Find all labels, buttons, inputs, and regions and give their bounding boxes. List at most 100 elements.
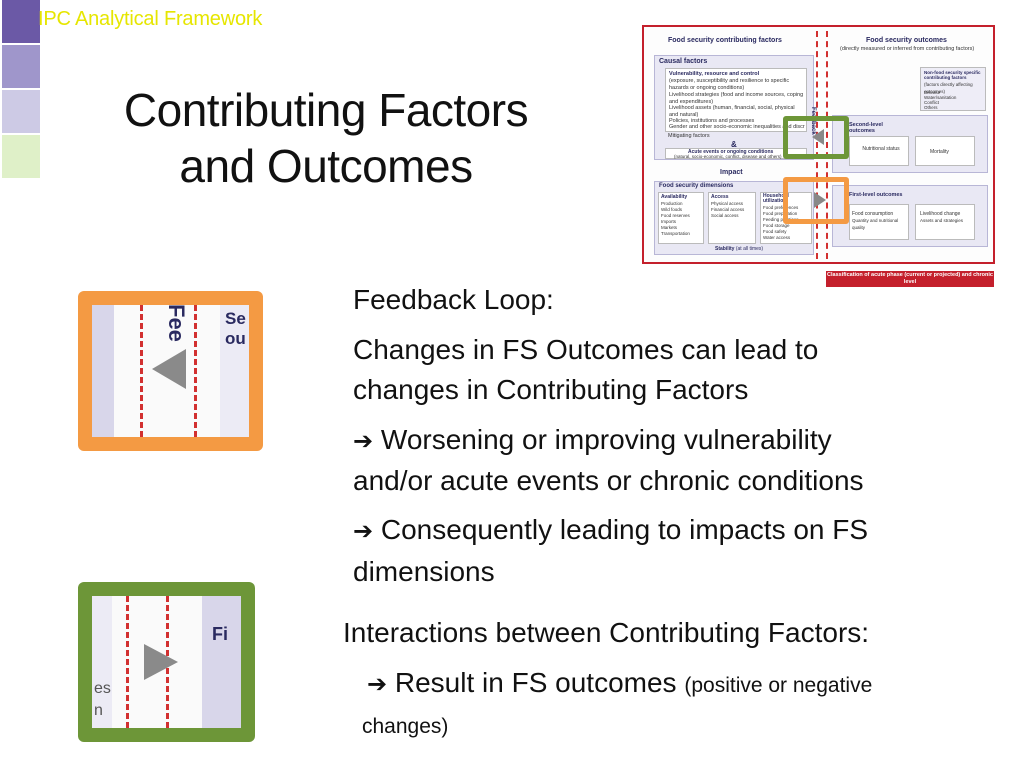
bullet-1-line-1: ➔ Worsening or improving vulnerability xyxy=(353,420,832,461)
feedback-line-1: Changes in FS Outcomes can lead to xyxy=(353,334,819,365)
zoom-dashed-line-1 xyxy=(140,305,143,437)
color-block-4 xyxy=(2,135,40,178)
separator-line-2 xyxy=(826,31,828,259)
vulnerability-item-5: Mitigating factors xyxy=(668,133,710,139)
stability-sub: (at all times) xyxy=(735,246,764,252)
framework-diagram: Food security contributing factors Food … xyxy=(642,25,995,264)
zoom-dashed-line-3 xyxy=(126,596,129,728)
zoom-band-right xyxy=(220,305,249,437)
interactions-heading: Interactions between Contributing Factor… xyxy=(343,617,870,648)
food-consumption-box: Food consumption Quantity and nutritiona… xyxy=(849,204,909,240)
availability-item-4: Imports xyxy=(661,219,677,224)
color-block-1 xyxy=(2,0,40,43)
side-color-blocks xyxy=(2,0,40,178)
utilization-item-2: Food preparation xyxy=(763,211,798,216)
nonfood-title: Non-food security specific contributing … xyxy=(924,70,981,80)
zoom-feedback-fragment: Fee xyxy=(164,305,189,342)
nutritional-status-box: Nutritional status xyxy=(849,136,909,166)
zoom-feedback-inner: Fee Se ou xyxy=(92,305,249,437)
bullet-2-text: Consequently leading to impacts on FS xyxy=(380,514,869,545)
mortality-label: Mortality xyxy=(930,149,949,155)
left-arrow-icon xyxy=(812,129,824,145)
nonfood-item-4: Others xyxy=(924,105,938,110)
left-arrow-icon xyxy=(152,349,186,389)
availability-item-3: Food reserves xyxy=(661,213,690,218)
arrow-icon: ➔ xyxy=(353,517,374,545)
orange-highlight-box xyxy=(783,177,849,224)
right-arrow-icon xyxy=(144,644,178,680)
impact-label: Impact xyxy=(720,169,743,176)
right-arrow-icon xyxy=(814,192,826,208)
vulnerability-sub: (exposure, susceptibility and resilience… xyxy=(669,78,790,91)
utilization-item-5: Food safety xyxy=(763,229,787,234)
bullet-2-line-2: dimensions xyxy=(353,556,495,587)
stability-title: Stability (at all times) xyxy=(715,246,763,252)
availability-item-6: Transportation xyxy=(661,231,690,236)
access-item-2: Financial access xyxy=(711,207,745,212)
nonfood-item-2: Water/sanitation xyxy=(924,95,957,100)
diagram-left-heading: Food security contributing factors xyxy=(668,37,782,44)
feedback-line-2: changes in Contributing Factors xyxy=(353,374,749,405)
first-level-panel: First-level outcomes Food consumption Qu… xyxy=(832,185,988,247)
acute-events-sub: (natural, socio-economic, conflict, dise… xyxy=(674,154,782,159)
stability-label: Stability xyxy=(715,246,735,252)
diagram-right-subheading: (directly measured or inferred from cont… xyxy=(840,46,975,52)
nonfood-item-3: Conflict xyxy=(924,100,940,105)
zoom-feedback-arrow: Fee Se ou xyxy=(78,291,263,451)
acute-events-box: Acute events or ongoing conditions (natu… xyxy=(665,148,807,159)
livelihood-change-label: Livelihood change xyxy=(920,211,961,217)
title-line-2: and Outcomes xyxy=(179,140,473,192)
acute-events-title: Acute events or ongoing conditions xyxy=(688,149,774,155)
utilization-item-4: Food storage xyxy=(763,223,790,228)
second-level-title: Second-level outcomes xyxy=(849,122,883,134)
food-consumption-label: Food consumption xyxy=(852,211,894,217)
vulnerability-item-1: Livelihood strategies (food and income s… xyxy=(669,92,804,105)
color-block-3 xyxy=(2,90,40,133)
access-title: Access xyxy=(711,194,729,200)
nutritional-status-label: Nutritional status xyxy=(862,146,900,152)
green-highlight-box xyxy=(783,116,849,159)
zoom-band-left-2 xyxy=(92,596,112,728)
access-box: Access Physical access Financial access … xyxy=(708,192,756,244)
zoom-left-fragment: es n xyxy=(94,680,111,719)
vulnerability-item-3: Policies, institutions and processes xyxy=(669,118,755,124)
availability-item-1: Production xyxy=(661,201,683,206)
vulnerability-title: Vulnerability, resource and control xyxy=(669,71,760,77)
zoom-dashed-line-2 xyxy=(194,305,197,437)
nonfood-box: Non-food security specific contributing … xyxy=(920,67,986,111)
result-main: Result in FS outcomes xyxy=(394,667,677,698)
second-level-panel: Second-level outcomes Nutritional status… xyxy=(832,115,988,173)
bullet-1-line-2: and/or acute events or chronic condition… xyxy=(353,465,864,496)
access-item-3: Social access xyxy=(711,213,739,218)
diagram-right-heading: Food security outcomes xyxy=(866,37,947,44)
bullet-1-text: Worsening or improving vulnerability xyxy=(380,424,832,455)
classification-caption: Classification of acute phase (current o… xyxy=(826,271,994,287)
separator-line-1 xyxy=(816,31,818,259)
nonfood-sub: (factors directly affecting outcomes) xyxy=(924,82,973,94)
livelihood-change-sub: Assets and strategies xyxy=(920,218,964,223)
zoom-interaction-inner: Fi es n xyxy=(92,596,241,728)
availability-item-2: Wild foods xyxy=(661,207,683,212)
zoom-band-left xyxy=(92,305,114,437)
food-consumption-sub: Quantity and nutritional quality xyxy=(852,218,899,230)
zoom-band-right-2 xyxy=(202,596,241,728)
result-paren-1: (positive or negative xyxy=(684,674,873,697)
utilization-title: Household utilization xyxy=(763,193,789,204)
livelihood-change-box: Livelihood change Assets and strategies xyxy=(915,204,975,240)
result-line: ➔ Result in FS outcomes (positive or neg… xyxy=(367,663,872,706)
brand-header: IPC Analytical Framework xyxy=(38,8,263,30)
access-item-1: Physical access xyxy=(711,201,744,206)
dimensions-title: Food security dimensions xyxy=(659,183,734,189)
first-level-title: First-level outcomes xyxy=(849,192,903,198)
utilization-item-3: Feeding practices xyxy=(763,217,799,222)
zoom-interaction-arrow: Fi es n xyxy=(78,582,255,742)
vulnerability-item-2: Livelihood assets (human, financial, soc… xyxy=(669,105,795,118)
zoom-right-fragment: Se ou xyxy=(225,309,246,348)
availability-title: Availability xyxy=(661,194,688,200)
mortality-box: Mortality xyxy=(915,136,975,166)
availability-box: Availability Production Wild foods Food … xyxy=(658,192,704,244)
availability-item-5: Markets xyxy=(661,225,678,230)
utilization-item-1: Food preferences xyxy=(763,205,799,210)
title-line-1: Contributing Factors xyxy=(123,84,529,136)
bullet-2-line-1: ➔ Consequently leading to impacts on FS xyxy=(353,510,868,551)
